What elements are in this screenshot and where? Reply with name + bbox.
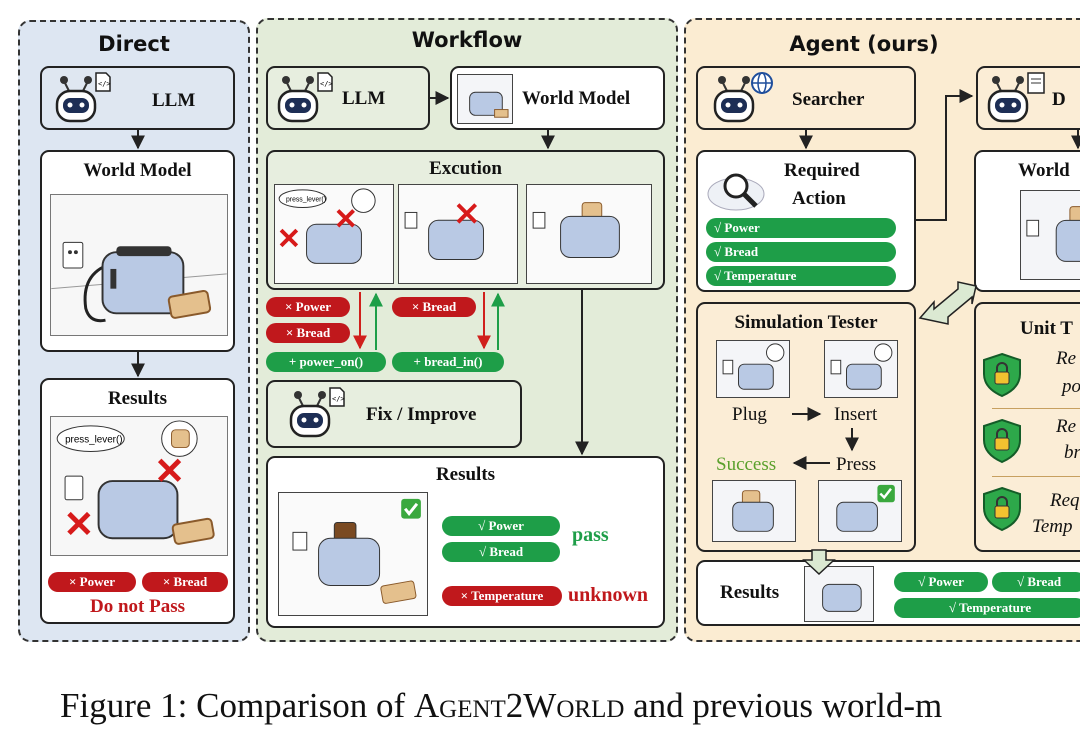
toaster-thumb: [1020, 190, 1080, 280]
workflow-results-box: Results √ Power √ Bread pass × Temperatu…: [266, 456, 665, 628]
required-bread-tag: √ Bread: [706, 242, 896, 262]
workflow-world-model-label: World Model: [522, 88, 631, 109]
workflow-execution-box: Excution press_lever(): [266, 150, 665, 290]
workflow-world-model-box: World Model: [450, 66, 665, 130]
direct-title: Direct: [98, 32, 170, 56]
agent-result-power-tag: √ Power: [894, 572, 988, 592]
agent-world-label: World: [1018, 160, 1070, 181]
press-step-image: [818, 480, 902, 542]
direct-world-model-box: World Model: [40, 150, 235, 352]
figure-caption: Figure 1: Comparison of Agent2World and …: [60, 686, 942, 726]
unit-item-2-line-2: br: [1064, 442, 1080, 463]
simulation-tester-label: Simulation Tester: [734, 312, 878, 333]
step-insert-label: Insert: [834, 404, 878, 425]
required-temperature-tag: √ Temperature: [706, 266, 896, 286]
svg-text:</>: </>: [320, 80, 333, 88]
caption-prefix: Figure 1: Comparison of: [60, 686, 414, 725]
caption-name: Agent2World: [413, 686, 625, 725]
shield-lock-icon: [983, 486, 1021, 532]
unit-divider-1: [992, 408, 1080, 409]
direct-speech-text: press_lever(): [65, 435, 122, 446]
insert-step-image: [824, 340, 898, 398]
direct-results-label: Results: [107, 388, 168, 409]
shield-lock-icon: [983, 352, 1021, 398]
agent-simulation-tester-box: Simulation Tester Plug Insert Press Succ…: [696, 302, 916, 552]
required-power-tag: √ Power: [706, 218, 896, 238]
toaster-fail-image: press_lever(): [50, 416, 228, 556]
robot-globe-icon: [713, 72, 773, 123]
agent-searcher-box: Searcher: [696, 66, 916, 130]
workflow-pass-power-tag: √ Power: [442, 516, 560, 536]
agent-world-model-box: World: [974, 150, 1080, 292]
agent-required-action-label-1: Required: [784, 160, 860, 181]
svg-text:</>: </>: [98, 80, 111, 88]
agent-developer-box: D: [976, 66, 1080, 130]
workflow-error-bread-tag-2: × Bread: [392, 297, 476, 317]
workflow-llm-label: LLM: [342, 88, 386, 109]
step-press-label: Press: [836, 454, 877, 475]
workflow-fix-bread-tag: + bread_in(): [392, 352, 504, 372]
workflow-unknown-label: unknown: [568, 584, 649, 606]
toaster-image: [50, 194, 228, 336]
execution-step-1-image: press_lever(): [274, 184, 394, 284]
workflow-unknown-temperature-tag: × Temperature: [442, 586, 562, 606]
unit-item-3-line-2: Temp: [1032, 516, 1073, 537]
execution-step-2-image: [398, 184, 518, 284]
magnifier-cloud-icon: [707, 173, 765, 211]
unit-tester-label: Unit T: [1020, 318, 1073, 339]
toaster-result-image: [278, 492, 428, 616]
unit-divider-2: [992, 476, 1080, 477]
robot-icon: </>: [289, 387, 345, 438]
agent-result-temperature-tag: √ Temperature: [894, 598, 1080, 618]
plug-step-image: [716, 340, 790, 398]
workflow-fix-power-tag: + power_on(): [266, 352, 386, 372]
unit-item-2-line-1: Re: [1056, 416, 1077, 437]
agent-title: Agent (ours): [789, 32, 939, 56]
toaster-thumb: [457, 74, 513, 124]
execution-step-3-image: [526, 184, 652, 284]
direct-fail-power-tag: × Power: [48, 572, 136, 592]
shield-lock-icon: [983, 418, 1021, 464]
workflow-title: Workflow: [411, 28, 523, 52]
robot-document-icon: [987, 72, 1045, 123]
direct-results-box: Results press_lever() × Power × Bread Do…: [40, 378, 235, 624]
direct-fail-bread-tag: × Bread: [142, 572, 228, 592]
workflow-fix-improve-box: </> Fix / Improve: [266, 380, 522, 448]
success-step-image: [712, 480, 796, 542]
unit-item-3-line-1: Req: [1050, 490, 1080, 511]
step-plug-label: Plug: [732, 404, 767, 425]
direct-verdict: Do not Pass: [89, 596, 185, 617]
workflow-error-power-tag: × Power: [266, 297, 350, 317]
agent-searcher-label: Searcher: [792, 89, 865, 110]
agent-required-action-label-2: Action: [792, 188, 846, 209]
workflow-pass-label: pass: [572, 524, 609, 546]
workflow-pass-bread-tag: √ Bread: [442, 542, 560, 562]
workflow-fix-improve-label: Fix / Improve: [366, 404, 477, 425]
robot-icon: </>: [55, 72, 111, 123]
agent-required-action-box: Required Action √ Power √ Bread √ Temper…: [696, 150, 916, 292]
agent-results-label: Results: [720, 582, 780, 603]
agent-results-box: Results √ Power √ Bread √ Temperature: [696, 560, 1080, 626]
workflow-speech-text: press_lever(): [286, 197, 326, 204]
caption-suffix: and previous world-m: [624, 686, 943, 725]
unit-item-1-line-2: po: [1062, 376, 1080, 397]
workflow-results-label: Results: [435, 464, 496, 485]
agent-developer-label: D: [1052, 89, 1066, 110]
workflow-llm-box: </> LLM: [266, 66, 430, 130]
workflow-execution-label: Excution: [429, 158, 502, 179]
robot-icon: </>: [277, 72, 333, 123]
svg-text:</>: </>: [332, 395, 345, 403]
workflow-error-bread-tag-1: × Bread: [266, 323, 350, 343]
direct-world-model-label: World Model: [83, 160, 192, 181]
agent-result-bread-tag: √ Bread: [992, 572, 1080, 592]
direct-llm-label: LLM: [152, 90, 196, 111]
toaster-thumb: [804, 566, 874, 622]
step-success-label: Success: [716, 454, 777, 475]
agent-unit-tester-box: Unit T Re po Re br Req Temp: [974, 302, 1080, 552]
unit-item-1-line-1: Re: [1056, 348, 1077, 369]
direct-llm-box: </> LLM: [40, 66, 235, 130]
